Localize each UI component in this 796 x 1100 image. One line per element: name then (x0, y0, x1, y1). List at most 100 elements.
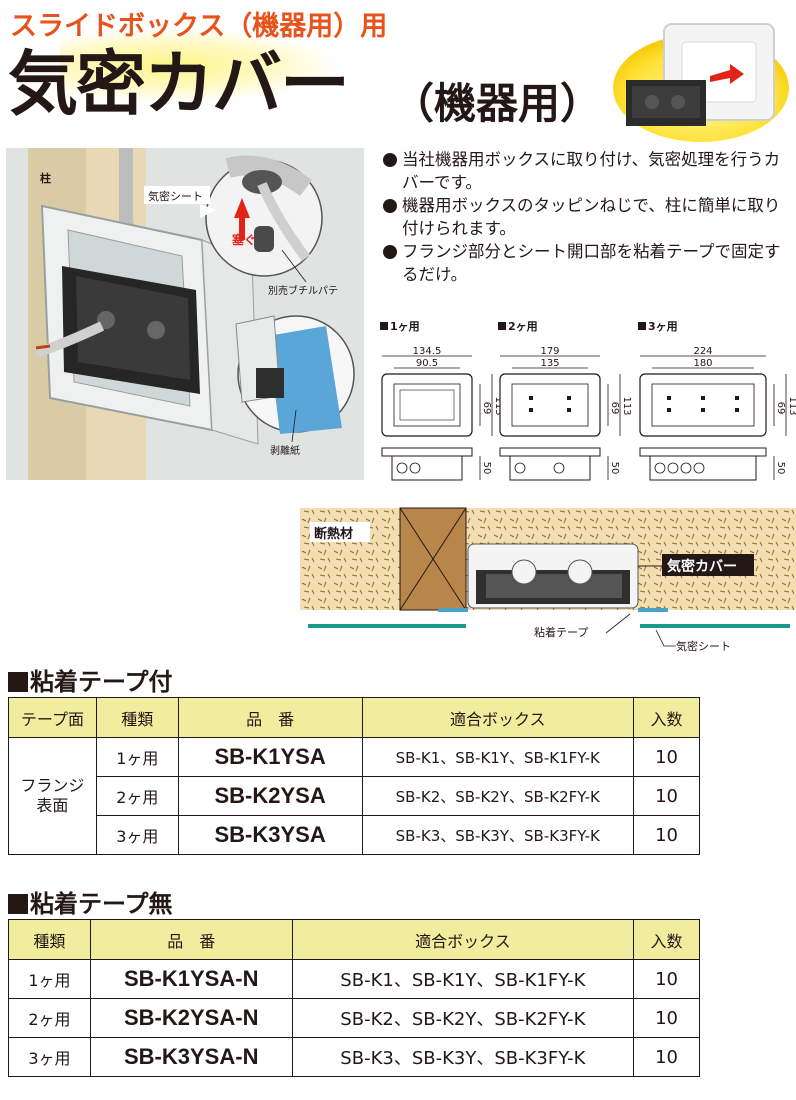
side-body (509, 455, 591, 481)
code-cell: SB-K1YSA (177, 737, 363, 777)
fit-cell: SB-K3、SB-K3Y、SB-K3FY-K (291, 1037, 635, 1077)
screw-mark (529, 396, 533, 400)
side-hole (409, 462, 421, 474)
dim-depth: 50 (481, 462, 492, 475)
label-seal-sheet: 気密シート (148, 189, 203, 203)
side-flange (381, 447, 473, 457)
section-svg: 断熱材 気密カバー 粘着テープ 気密シート (300, 507, 796, 653)
section-drawing: 断熱材 気密カバー 粘着テープ 気密シート (300, 500, 796, 660)
col-code: 品 番 (177, 697, 363, 738)
col-code: 品 番 (89, 919, 293, 960)
label-butyl: 別売ブチルパテ (268, 284, 338, 297)
type-cell: 2ヶ用 (8, 998, 91, 1038)
side-hole (680, 462, 692, 474)
side-hole (396, 462, 408, 474)
code-cell: SB-K3YSA (177, 815, 363, 855)
qty-cell: 10 (633, 737, 700, 777)
side-hole (514, 462, 526, 474)
feature-item: フランジ部分とシート開口部を粘着テープで固定するだけ。 (382, 240, 792, 286)
col-type: 種類 (95, 697, 179, 738)
front-opening (393, 383, 461, 427)
table2-heading: 粘着テープ無 (8, 884, 173, 919)
module-slot (399, 389, 455, 421)
fit-cell: SB-K3、SB-K3Y、SB-K3FY-K (361, 815, 635, 855)
dim-outer-width: 224 (693, 346, 712, 357)
table-row: 2ヶ用 SB-K2YSA-N SB-K2、SB-K2Y、SB-K2FY-K 10 (8, 998, 700, 1038)
table-row: 1ヶ用 SB-K1YSA-N SB-K1、SB-K1Y、SB-K1FY-K 10 (8, 959, 700, 999)
code-cell: SB-K2YSA-N (89, 998, 293, 1038)
title-glow (60, 30, 330, 100)
table-header-row: 種類 品 番 適合ボックス 入数 (8, 919, 700, 960)
product-photo (613, 23, 789, 142)
fit-cell: SB-K1、SB-K1Y、SB-K1FY-K (361, 737, 635, 777)
dim-inner-height: 69 (775, 402, 786, 415)
feature-item: 当社機器用ボックスに取り付け、気密処理を行うカバーです。 (382, 148, 792, 194)
dim-inner-height: 69 (481, 402, 492, 415)
label-insulation: 断熱材 (314, 526, 353, 542)
type-cell: 2ヶ用 (95, 776, 179, 816)
dim-inner-width: 90.5 (416, 358, 438, 369)
table-row: 2ヶ用 SB-K2YSA SB-K2、SB-K2Y、SB-K2FY-K 10 (9, 776, 700, 816)
screw-mark (567, 408, 571, 412)
bullet-icon (383, 245, 397, 259)
screw-mark (735, 408, 739, 412)
code-cell: SB-K2YSA (177, 776, 363, 816)
side-hole (693, 462, 705, 474)
dim-title-marker (498, 322, 506, 330)
feature-list: 当社機器用ボックスに取り付け、気密処理を行うカバーです。 機器用ボックスのタッピ… (382, 148, 792, 286)
side-hole (654, 462, 666, 474)
label-cover: 気密カバー (667, 558, 737, 575)
screw-mark (667, 408, 671, 412)
screw-mark (701, 408, 705, 412)
col-qty: 入数 (633, 697, 700, 738)
dim-inner-width: 180 (693, 358, 712, 369)
dim-inner-height: 69 (609, 402, 620, 415)
bullet-icon (383, 199, 397, 213)
type-cell: 3ヶ用 (8, 1037, 91, 1077)
dim-title: 3ヶ用 (648, 320, 678, 333)
feature-item: 機器用ボックスのタッピンねじで、柱に簡単に取り付けられます。 (382, 194, 792, 240)
col-fit-box: 適合ボックス (291, 919, 635, 960)
page-title: 気密カバー (8, 43, 350, 125)
table-row: 3ヶ用 SB-K3YSA-N SB-K3、SB-K3Y、SB-K3FY-K 10 (8, 1037, 700, 1077)
dim-title: 1ヶ用 (390, 320, 420, 333)
tape-face-cell: フランジ 表面 (8, 737, 97, 855)
side-hole (553, 462, 565, 474)
type-cell: 3ヶ用 (95, 815, 179, 855)
qty-cell: 10 (633, 815, 700, 855)
fit-cell: SB-K1、SB-K1Y、SB-K1FY-K (291, 959, 635, 999)
table1-heading: 粘着テープ付 (8, 662, 173, 697)
dim-title: 2ヶ用 (508, 320, 538, 333)
page-title-suffix: （機器用） (392, 79, 603, 128)
front-opening (511, 383, 589, 427)
dim-outer-height: 113 (621, 396, 632, 415)
screw-mark (567, 396, 571, 400)
side-hole (667, 462, 679, 474)
screw-mark (735, 396, 739, 400)
type-cell: 1ヶ用 (95, 737, 179, 777)
fit-cell: SB-K2、SB-K2Y、SB-K2FY-K (291, 998, 635, 1038)
dim-depth: 50 (609, 462, 620, 475)
col-tape-face: テープ面 (8, 697, 97, 738)
subtitle: スライドボックス（機器用）用 (10, 11, 388, 42)
qty-cell: 10 (633, 959, 700, 999)
col-fit-box: 適合ボックス (361, 697, 635, 738)
dim-depth: 50 (775, 462, 786, 475)
code-cell: SB-K3YSA-N (89, 1037, 293, 1077)
dim-title-marker (380, 322, 388, 330)
bullet-icon (383, 153, 397, 167)
table-without-tape: 種類 品 番 適合ボックス 入数 1ヶ用 SB-K1YSA-N SB-K1、SB… (8, 919, 700, 1077)
qty-cell: 10 (633, 1037, 700, 1077)
fit-cell: SB-K2、SB-K2Y、SB-K2FY-K (361, 776, 635, 816)
screw-mark (667, 396, 671, 400)
side-flange (639, 447, 767, 457)
code-cell: SB-K1YSA-N (89, 959, 293, 999)
dim-outer-width: 134.5 (413, 346, 442, 357)
table-with-tape: テープ面 種類 品 番 適合ボックス 入数 フランジ 表面 1ヶ用 SB-K1Y… (8, 697, 700, 855)
installation-illustration: 柱 気密シート 塞ぐ 別売ブチルパテ 剥離紙 (6, 148, 364, 480)
qty-cell: 10 (633, 776, 700, 816)
table-row: 3ヶ用 SB-K3YSA SB-K3、SB-K3Y、SB-K3FY-K 10 (9, 815, 700, 855)
col-type: 種類 (8, 919, 91, 960)
